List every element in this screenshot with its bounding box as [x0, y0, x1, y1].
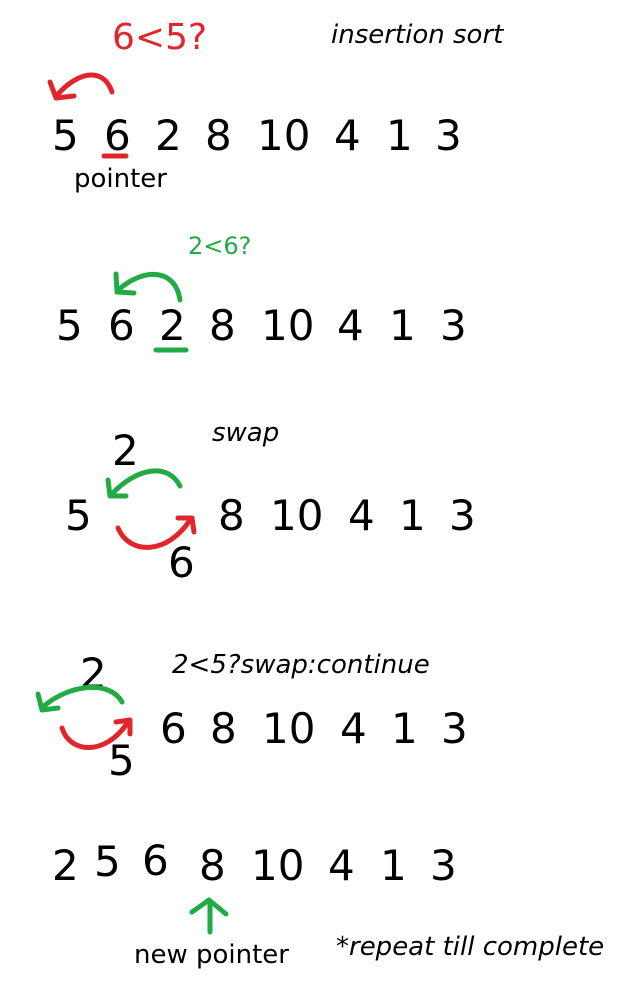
step5-item-4: 10: [251, 841, 305, 890]
step1-item-1: 6: [104, 111, 131, 160]
step3-top-item: 2: [112, 426, 139, 475]
pointer-label: pointer: [74, 164, 167, 194]
step5-item-7: 3: [430, 841, 457, 890]
step4-rest-0: 6: [160, 704, 187, 753]
step1-red-arrowhead: [47, 79, 77, 101]
step1-item-3: 8: [205, 111, 232, 160]
step2-green-arrowhead: [113, 271, 137, 296]
step1-question: 6<5?: [112, 17, 208, 58]
step1-item-5: 4: [334, 111, 361, 160]
step4-bottom-item: 5: [108, 736, 135, 785]
step1-item-7: 3: [435, 111, 462, 160]
step2-item-3: 8: [209, 301, 236, 350]
step5-item-6: 1: [380, 841, 407, 890]
step1-item-2: 2: [155, 111, 182, 160]
step1-item-6: 1: [386, 111, 413, 160]
step4-top-item: 2: [80, 649, 107, 698]
step2-item-6: 1: [389, 301, 416, 350]
step4-rest-3: 4: [340, 704, 367, 753]
new-pointer-label: new pointer: [134, 940, 289, 970]
step4-rest-5: 3: [441, 704, 468, 753]
step5-item-2: 6: [142, 836, 169, 885]
step4-rest-1: 8: [210, 704, 237, 753]
step4-rest-2: 10: [262, 704, 316, 753]
step2-item-5: 4: [337, 301, 364, 350]
step2-item-4: 10: [261, 301, 315, 350]
step3-left-item: 5: [65, 491, 92, 540]
repeat-note: *repeat till complete: [336, 932, 605, 962]
step3-green-arrowhead: [105, 477, 129, 499]
step1-item-0: 5: [52, 111, 79, 160]
step5-green-arrowhead: [189, 897, 229, 917]
step2-item-2: 2: [159, 301, 186, 350]
step5-item-5: 4: [328, 841, 355, 890]
step3-label: swap: [212, 418, 280, 448]
step2-green-arrow: [115, 272, 183, 303]
step2-question: 2<6?: [188, 232, 252, 260]
step2-item-0: 5: [56, 301, 83, 350]
step5-item-0: 2: [52, 841, 79, 890]
step3-rest-2: 4: [348, 491, 375, 540]
step2-item-7: 3: [440, 301, 467, 350]
step3-bottom-item: 6: [168, 538, 195, 587]
step3-rest-1: 10: [270, 491, 324, 540]
step3-rest-3: 1: [399, 491, 426, 540]
step5-item-1: 5: [94, 837, 121, 886]
step1-red-arrow: [55, 72, 115, 97]
step1-item-4: 10: [257, 111, 311, 160]
step3-rest-0: 8: [218, 491, 245, 540]
step2-item-1: 6: [108, 301, 135, 350]
step4-green-arrowhead: [35, 691, 61, 713]
diagram-title: insertion sort: [331, 20, 504, 50]
step3-rest-4: 3: [449, 491, 476, 540]
step3-red-arrowhead: [175, 515, 197, 535]
step4-label: 2<5?swap:continue: [172, 650, 430, 680]
step4-rest-4: 1: [391, 704, 418, 753]
step4-red-arrowhead: [113, 717, 133, 737]
step5-item-3: 8: [199, 841, 226, 890]
